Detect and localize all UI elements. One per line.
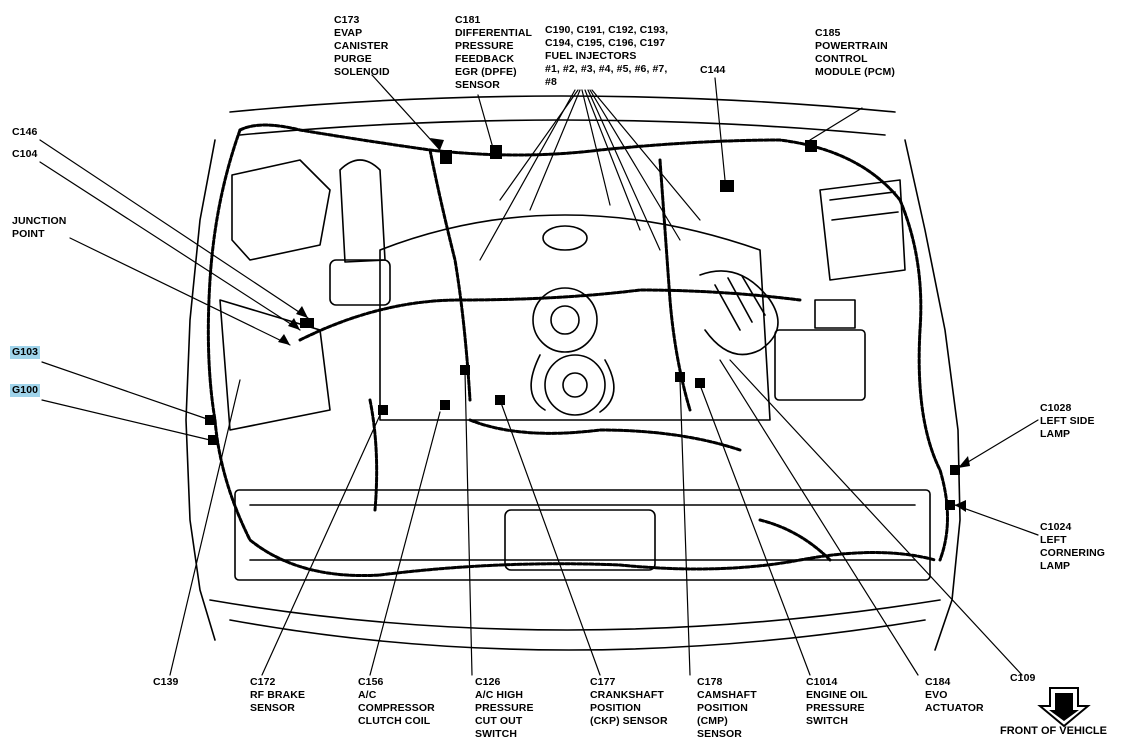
battery	[819, 179, 906, 281]
body-outline-left	[185, 139, 216, 641]
label-g100: G100	[10, 384, 41, 397]
label-c172: C172 RF BRAKE SENSOR	[250, 676, 306, 714]
label-c139: C139	[153, 676, 179, 688]
label-c184: C184 EVO ACTUATOR	[925, 676, 984, 714]
label-c144: C144	[700, 64, 726, 76]
label-c178: C178 CAMSHAFT POSITION (CMP) SENSOR	[697, 676, 757, 740]
label-c146: C146	[12, 126, 38, 138]
harness-main	[238, 123, 902, 202]
label-c190-c197: C190, C191, C192, C193, C194, C195, C196…	[545, 24, 669, 88]
label-c1024: C1024 LEFT CORNERING LAMP	[1040, 521, 1106, 572]
bumper	[209, 599, 941, 631]
cowl-line	[229, 95, 896, 113]
alternator	[532, 287, 598, 353]
label-c156: C156 A/C COMPRESSOR CLUTCH COIL	[358, 676, 435, 727]
label-c126: C126 A/C HIGH PRESSURE CUT OUT SWITCH	[475, 676, 534, 740]
label-g103: G103	[10, 346, 41, 359]
label-c104: C104	[12, 148, 38, 160]
label-c1014: C1014 ENGINE OIL PRESSURE SWITCH	[806, 676, 868, 727]
washer-reservoir	[231, 159, 331, 261]
body-outline-right	[904, 139, 961, 651]
front-arrow-icon	[1037, 687, 1091, 728]
label-c1028: C1028 LEFT SIDE LAMP	[1040, 402, 1095, 440]
label-c177: C177 CRANKSHAFT POSITION (CKP) SENSOR	[590, 676, 668, 727]
crank-pulley	[544, 354, 606, 416]
label-c185: C185 POWERTRAIN CONTROL MODULE (PCM)	[815, 27, 895, 78]
label-junction-point: JUNCTION POINT	[12, 215, 67, 240]
radiator	[234, 489, 931, 581]
intake-tube	[699, 270, 779, 356]
engine-block	[379, 214, 771, 421]
label-c109: C109	[1010, 672, 1036, 684]
label-c173: C173 EVAP CANISTER PURGE SOLENOID	[334, 14, 390, 78]
label-c181: C181 DIFFERENTIAL PRESSURE FEEDBACK EGR …	[455, 14, 533, 91]
front-of-vehicle-label: FRONT OF VEHICLE	[1000, 725, 1107, 737]
